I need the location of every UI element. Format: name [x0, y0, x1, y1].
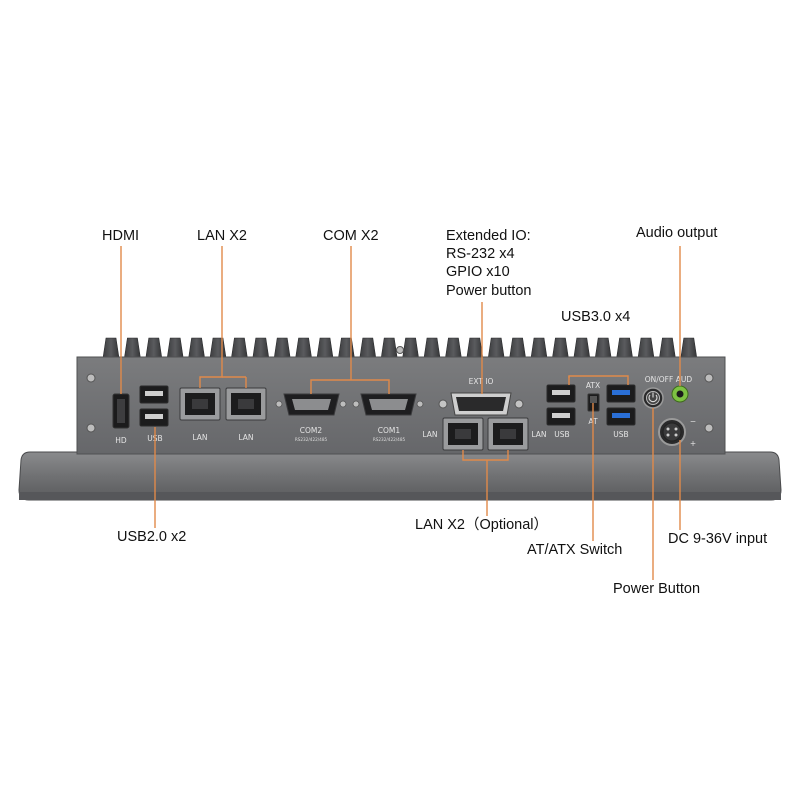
callout-usb20-x2: USB2.0 x2: [117, 529, 187, 545]
heatsink-fin: [295, 337, 312, 359]
callout-power-button: Power Button: [613, 581, 701, 597]
callout-com-x2: COM X2: [323, 228, 379, 244]
heatsink-fin: [594, 337, 612, 359]
hdmi-port: [112, 393, 130, 429]
usb2-ports: [139, 385, 169, 427]
heatsink-fin: [209, 337, 227, 359]
label-com2: COM2: [300, 426, 323, 435]
label-com1: COM1: [378, 426, 401, 435]
screw-icon: [352, 400, 360, 408]
label-atx: ATX: [586, 381, 600, 390]
callout-hdmi: HDMI: [102, 228, 140, 244]
callout-dc-input: DC 9-36V input: [668, 531, 768, 547]
heatsink-fin: [102, 337, 120, 359]
heatsink-fin: [338, 337, 355, 359]
heatsink-fin: [680, 337, 698, 359]
heatsink-fins: [102, 337, 698, 359]
screw-icon: [86, 423, 96, 433]
screw-icon: [396, 346, 404, 354]
heatsink-fin: [359, 337, 377, 359]
screw-icon: [86, 373, 96, 383]
label-lan-opt-left: LAN: [422, 430, 437, 439]
screw-icon: [339, 400, 347, 408]
screw-icon: [704, 423, 714, 433]
label-usb-right-2: USB: [613, 430, 628, 439]
callout-extended-io-4: Power button: [446, 283, 532, 299]
callout-extended-io-1: Extended IO:: [446, 228, 531, 244]
label-lan-2: LAN: [238, 433, 253, 442]
heatsink-fin: [273, 337, 291, 359]
heatsink-fin: [530, 337, 548, 359]
label-ext-io: EXT IO: [469, 377, 494, 386]
label-lan-1: LAN: [192, 433, 207, 442]
heatsink-fin: [316, 337, 334, 359]
lan-ports: [179, 387, 267, 421]
heatsink-fin: [487, 337, 505, 359]
leader-lan-optional-bracket: [462, 450, 509, 461]
heatsink-fin: [231, 337, 248, 359]
screws: [86, 346, 714, 433]
callout-lan-x2: LAN X2: [197, 228, 247, 244]
screw-icon: [704, 373, 714, 383]
callout-usb30-x4: USB3.0 x4: [561, 309, 631, 325]
usb-right-ports: [546, 384, 636, 426]
heatsink-fin: [552, 337, 569, 359]
heatsink-fin: [380, 337, 398, 359]
heatsink-fin: [637, 337, 655, 359]
com-ports: [283, 393, 417, 416]
callout-lan-x2-optional: LAN X2（Optional）: [415, 517, 548, 533]
power-button-icon: [642, 387, 664, 409]
heatsink-fin: [573, 337, 591, 359]
label-plus: +: [690, 439, 696, 448]
callout-extended-io-3: GPIO x10: [446, 264, 510, 280]
heatsink-fin: [659, 337, 676, 359]
label-minus: −: [690, 417, 696, 426]
callout-at-atx-switch: AT/ATX Switch: [527, 542, 623, 558]
label-lan-opt-right: LAN: [531, 430, 546, 439]
label-usb-right-1: USB: [554, 430, 569, 439]
callout-audio-output: Audio output: [636, 225, 718, 241]
lan-optional-ports: [442, 417, 529, 451]
heatsink-fin: [252, 337, 270, 359]
ext-io-port: [438, 392, 524, 416]
leader-com-bracket: [310, 379, 390, 394]
heatsink-fin: [402, 337, 419, 359]
label-hd: HD: [115, 436, 127, 445]
screw-icon: [416, 400, 424, 408]
heatsink-fin: [166, 337, 184, 359]
heatsink-fin: [188, 337, 205, 359]
heatsink-fin: [423, 337, 441, 359]
heatsink-fin: [145, 337, 163, 359]
callout-extended-io-2: RS-232 x4: [446, 246, 515, 262]
label-aud: AUD: [676, 375, 693, 384]
heatsink-fin: [509, 337, 526, 359]
label-com1-sub: RS232/422/485: [373, 437, 406, 442]
label-com2-sub: RS232/422/485: [295, 437, 328, 442]
leader-lan-x2: [199, 246, 223, 388]
dc-input-connector: [658, 418, 686, 446]
audio-jack-icon: [671, 385, 689, 403]
label-on-off: ON/OFF: [645, 375, 674, 384]
heatsink-fin: [616, 337, 633, 359]
panel-base-edge: [19, 492, 781, 500]
screw-icon: [275, 400, 283, 408]
heatsink-fin: [445, 337, 462, 359]
heatsink-fin: [124, 337, 141, 359]
leader-lines: [120, 246, 681, 580]
heatsink-fin: [466, 337, 484, 359]
